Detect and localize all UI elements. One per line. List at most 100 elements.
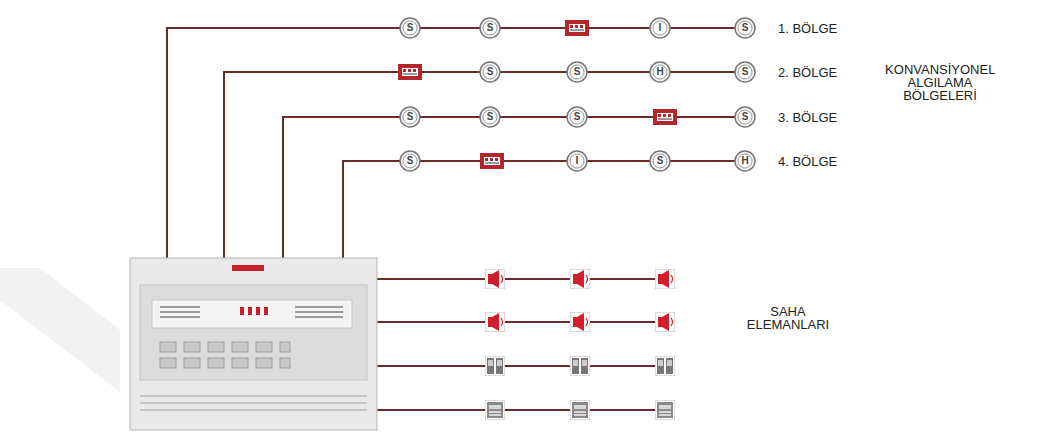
detector-circle: S (734, 17, 756, 39)
detector-ring (735, 151, 755, 171)
module-icon (655, 400, 675, 420)
detector-ring (480, 18, 500, 38)
detector-letter: S (479, 17, 501, 39)
detector-letter: S (566, 61, 588, 83)
detector-letter: S (649, 150, 671, 172)
detector-letter: H (734, 150, 756, 172)
detector-ring (650, 151, 670, 171)
sounder-icon (485, 312, 505, 332)
panel-text-lines (160, 306, 343, 318)
detector-ring (650, 62, 670, 82)
detector-circle: S (649, 150, 671, 172)
detector-circle: I (566, 150, 588, 172)
panel-vent (140, 402, 367, 404)
zone-connector (421, 116, 479, 118)
detector-ring (480, 107, 500, 127)
panel-face (140, 285, 367, 380)
panel-led (240, 307, 244, 315)
zone-connector (421, 27, 479, 29)
field-wire (377, 365, 665, 367)
manual-call-point (565, 20, 589, 36)
panel-leds (240, 307, 268, 315)
detector-ring (567, 62, 587, 82)
panel-line (295, 316, 343, 318)
detector-ring (735, 18, 755, 38)
panel-button (184, 342, 200, 352)
detector-letter: S (566, 106, 588, 128)
detector-ring (735, 107, 755, 127)
field-wire (377, 278, 665, 280)
fire-alarm-panel (130, 258, 377, 430)
sounder-icon (570, 312, 590, 332)
detector-circle: S (399, 17, 421, 39)
panel-button (280, 358, 290, 368)
sounder-icon (570, 269, 590, 289)
detector-letter: S (399, 17, 421, 39)
panel-vent (140, 409, 367, 411)
detector-letter: I (649, 17, 671, 39)
panel-vent (140, 395, 367, 397)
zone-connector (671, 160, 734, 162)
panel-button (208, 358, 224, 368)
detector-letter: S (479, 106, 501, 128)
detector-ring (650, 18, 670, 38)
panel-display (152, 300, 352, 328)
panel-line (295, 311, 343, 313)
field-wires (377, 279, 665, 410)
panel-line (160, 316, 200, 318)
zone-wire (167, 28, 745, 258)
detector-letter: S (734, 17, 756, 39)
panel-line (160, 311, 200, 313)
detector-ring (400, 107, 420, 127)
panel-button (232, 342, 248, 352)
detector-circle: S (479, 17, 501, 39)
zone-connector (588, 71, 649, 73)
zone-connector (671, 71, 734, 73)
group-label: SAHA ELEMANLARI (747, 305, 829, 331)
panel-logo (232, 265, 264, 271)
detector-ring (735, 62, 755, 82)
detector-circle: S (399, 106, 421, 128)
panel-button (256, 358, 272, 368)
zone-label: 2. BÖLGE (778, 65, 837, 80)
door-holder-icon (655, 356, 675, 376)
background-shade (0, 268, 120, 392)
zone-connector (501, 71, 566, 73)
detector-ring (400, 18, 420, 38)
detector-circle: S (566, 61, 588, 83)
field-wire (377, 409, 665, 411)
detector-letter: H (649, 61, 671, 83)
module-icon (485, 400, 505, 420)
detector-letter: S (479, 61, 501, 83)
sounder-icon (655, 312, 675, 332)
zone-connector (588, 160, 649, 162)
detector-circle: H (734, 150, 756, 172)
panel-button (160, 358, 176, 368)
detector-circle: S (566, 106, 588, 128)
zone-wire (283, 117, 745, 258)
detector-letter: S (734, 106, 756, 128)
door-holder-icon (485, 356, 505, 376)
panel-line (160, 306, 200, 308)
panel-button (208, 342, 224, 352)
detector-circle: S (399, 150, 421, 172)
detector-circle: S (734, 106, 756, 128)
group-label: KONVANSİYONEL ALGILAMA BÖLGELERİ (885, 63, 995, 102)
panel-button (232, 358, 248, 368)
panel-led (248, 307, 252, 315)
sounder-icon (655, 269, 675, 289)
panel-button (256, 342, 272, 352)
panel-led (256, 307, 260, 315)
module-icon (570, 400, 590, 420)
panel-button (184, 358, 200, 368)
detector-letter: S (399, 106, 421, 128)
zone-label: 1. BÖLGE (778, 21, 837, 36)
panel-vents (140, 396, 367, 410)
detector-letter: I (566, 150, 588, 172)
manual-call-point (398, 64, 422, 80)
field-wire (377, 321, 665, 323)
panel-led (264, 307, 268, 315)
zone-label: 3. BÖLGE (778, 110, 837, 125)
zone-wires (167, 28, 745, 258)
zone-connector (501, 116, 566, 118)
